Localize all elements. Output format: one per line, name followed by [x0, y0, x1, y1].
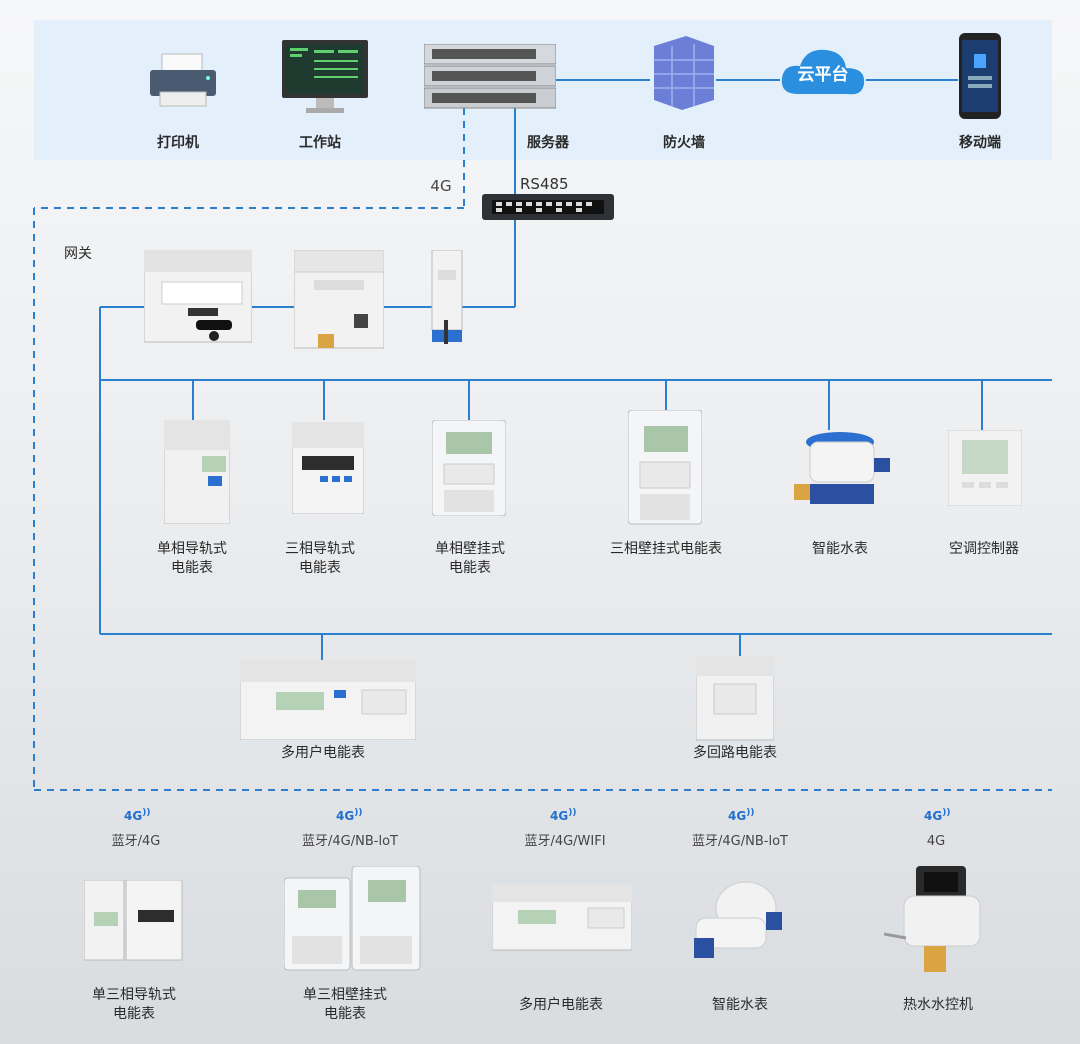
three-phase-wall-meter-icon — [628, 410, 702, 525]
wireless-proto-2: 蓝牙/4G/NB-loT — [302, 834, 398, 849]
wireless-multi-user-meter-icon — [492, 884, 632, 951]
lan-device-4-label: 三相壁挂式电能表 — [610, 541, 722, 557]
multi-circuit-meter-icon — [696, 656, 774, 741]
printer-label: 打印机 — [157, 135, 199, 151]
workstation-icon — [282, 40, 368, 113]
wireless-proto-3: 蓝牙/4G/WIFI — [524, 834, 606, 849]
cloud-label: 云平台 — [797, 65, 849, 85]
mobile-label: 移动端 — [959, 135, 1001, 151]
lan-device-6-label: 空调控制器 — [949, 541, 1019, 557]
single-phase-rail-meter-icon — [164, 420, 230, 524]
wireless-proto-1: 蓝牙/4G — [111, 834, 161, 849]
lan-device-2-label: 三相导轨式 电能表 — [285, 541, 355, 576]
server-icon — [424, 44, 556, 109]
hot-water-controller-icon — [884, 866, 981, 972]
rs485-label: RS485 — [520, 175, 569, 193]
lan-device-3-label: 单相壁挂式 电能表 — [435, 541, 505, 576]
gateway-device-3-icon — [431, 250, 463, 344]
gateway-label: 网关 — [64, 246, 92, 262]
wireless-device-3-label: 多用户电能表 — [519, 997, 603, 1013]
three-phase-rail-meter-icon — [292, 422, 364, 514]
lan-device-5-label: 智能水表 — [812, 541, 868, 557]
lan-device-1-label: 单相导轨式 电能表 — [157, 541, 227, 576]
4g-link-label: 4G — [430, 177, 452, 195]
wireless-badge-3: 4G)) — [550, 808, 577, 823]
ac-controller-icon — [948, 430, 1022, 506]
wireless-device-5-label: 热水水控机 — [903, 997, 973, 1013]
wireless-device-1-label: 单三相导轨式 电能表 — [92, 987, 176, 1022]
wireless-proto-5: 4G — [926, 834, 946, 849]
mobile-icon — [959, 33, 1001, 119]
smart-water-meter-icon — [794, 432, 890, 504]
server-label: 服务器 — [527, 135, 569, 151]
wireless-badge-5: 4G)) — [924, 808, 951, 823]
gateway-device-1-icon — [144, 250, 252, 343]
cloud-icon — [781, 49, 865, 95]
wireless-badge-1: 4G)) — [124, 808, 151, 823]
lan2-device-1-label: 多用户电能表 — [281, 745, 365, 761]
multi-user-meter-icon — [240, 660, 416, 740]
wireless-rail-meter-icon — [84, 880, 183, 961]
workstation-label: 工作站 — [299, 135, 341, 151]
lan2-device-2-label: 多回路电能表 — [693, 745, 777, 761]
wireless-proto-4: 蓝牙/4G/NB-loT — [692, 834, 788, 849]
printer-icon — [150, 53, 216, 107]
wireless-device-4-label: 智能水表 — [712, 997, 768, 1013]
wireless-device-2-label: 单三相壁挂式 电能表 — [303, 987, 387, 1022]
single-phase-wall-meter-icon — [432, 420, 506, 516]
rs485-switch-icon — [482, 194, 614, 220]
wireless-badge-2: 4G)) — [336, 808, 363, 823]
wireless-water-meter-icon — [694, 881, 782, 958]
wireless-badge-4: 4G)) — [728, 808, 755, 823]
firewall-icon — [654, 36, 714, 110]
wireless-wall-meter-icon — [284, 866, 421, 971]
gateway-device-2-icon — [294, 250, 384, 349]
firewall-label: 防火墙 — [663, 135, 705, 151]
